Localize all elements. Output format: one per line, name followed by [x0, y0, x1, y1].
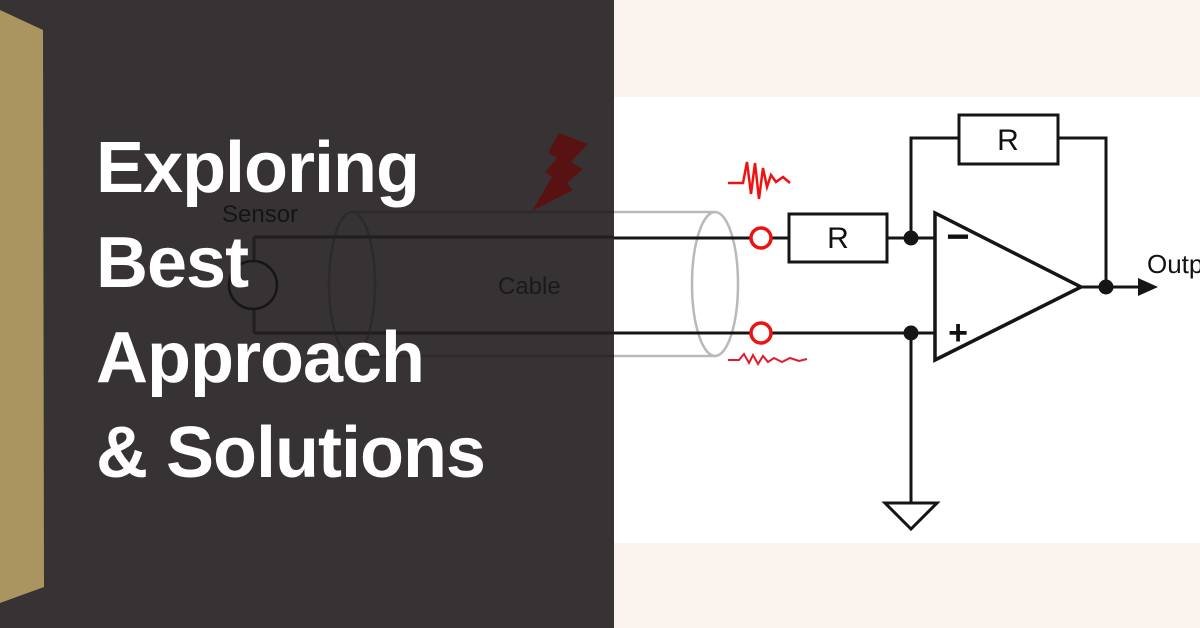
- title-line-3: Approach: [96, 318, 425, 398]
- output-arrowhead-icon: [1138, 278, 1158, 296]
- lightning-bolt-icon: [532, 133, 588, 211]
- opamp-noninverting-input-label: +: [948, 314, 968, 352]
- noise-burst-waveform-icon: [728, 161, 791, 200]
- opamp-inverting-input-label: −: [946, 215, 969, 259]
- feedback-resistor: R: [957, 113, 1060, 166]
- title-line-4: & Solutions: [96, 413, 486, 493]
- title-line-1: Exploring: [96, 128, 420, 208]
- output-label: Output: [1147, 249, 1200, 279]
- title-line-2: Best: [96, 223, 249, 303]
- sensor-label: Sensor: [222, 201, 298, 228]
- cable-label: Cable: [498, 273, 561, 300]
- banner-title: Exploring Best Approach & Solutions: [96, 121, 486, 501]
- dark-panel: [0, 0, 614, 628]
- ground-symbol-icon: [881, 501, 941, 532]
- input-resistor-label: R: [827, 222, 849, 255]
- attenuated-noise-waveform-icon: [728, 352, 808, 366]
- dimmed-cable-shield: [327, 210, 614, 358]
- gold-accent-stripe: [0, 10, 44, 603]
- input-resistor: R: [787, 212, 889, 264]
- feedback-resistor-label: R: [997, 124, 1019, 157]
- feedback-loop-wire: [909, 136, 1108, 287]
- interference-point-icons: [749, 226, 773, 345]
- sensor-circle-icon: [227, 259, 279, 311]
- opamp: − +: [933, 210, 1085, 363]
- output: Output: [1081, 249, 1200, 296]
- junction-dots: [903, 230, 1114, 341]
